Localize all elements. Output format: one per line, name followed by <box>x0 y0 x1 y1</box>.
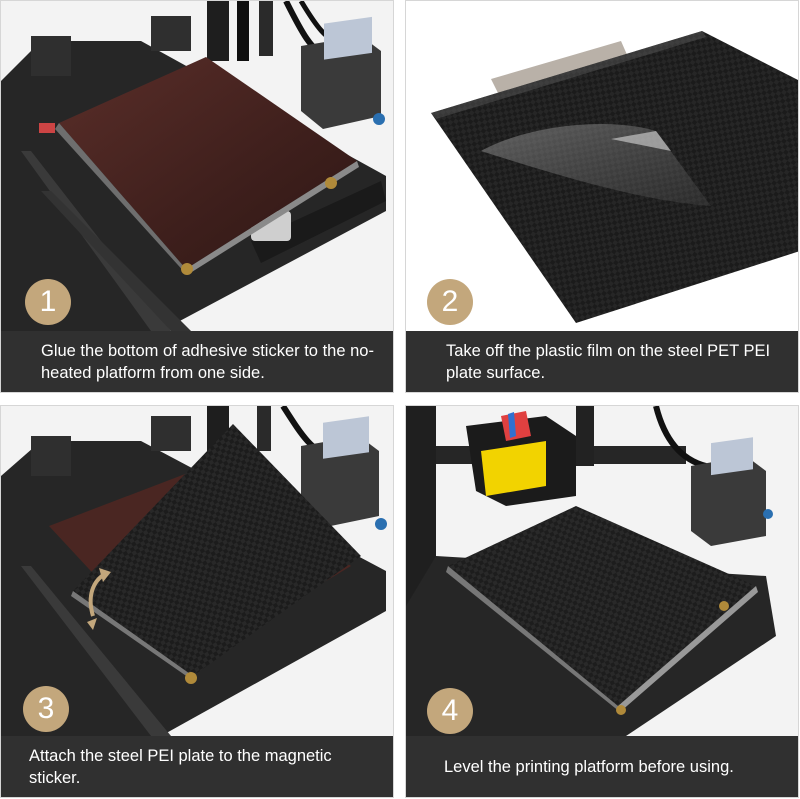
attaching-pei-plate-photo <box>1 406 393 736</box>
step-caption: Take off the plastic film on the steel P… <box>406 331 798 392</box>
step-caption: Glue the bottom of adhesive sticker to t… <box>1 331 393 392</box>
step-number-badge: 3 <box>23 686 69 732</box>
step-1-panel: 1 Glue the bottom of adhesive sticker to… <box>0 0 394 393</box>
step-2-panel: 2 Take off the plastic film on the steel… <box>405 0 799 393</box>
step-number-badge: 4 <box>427 688 473 734</box>
printer-bed-brown-sheet-photo <box>1 1 393 331</box>
step-number-badge: 1 <box>25 279 71 325</box>
step-4-panel: 4 Level the printing platform before usi… <box>405 405 799 798</box>
leveling-printing-platform-photo <box>406 406 798 736</box>
step-number-badge: 2 <box>427 279 473 325</box>
pei-plate-peeling-film-photo <box>406 1 798 331</box>
step-caption: Attach the steel PEI plate to the magnet… <box>1 736 393 797</box>
step-3-panel: 3 Attach the steel PEI plate to the magn… <box>0 405 394 798</box>
step-caption: Level the printing platform before using… <box>406 736 798 797</box>
